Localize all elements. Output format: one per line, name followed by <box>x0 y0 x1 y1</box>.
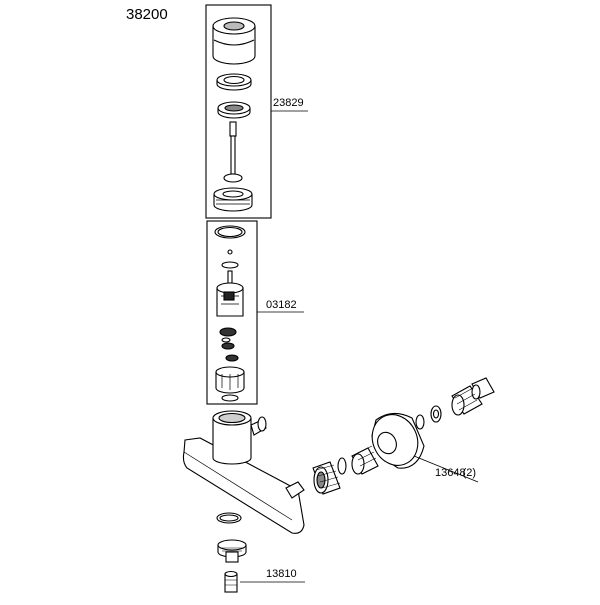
ring-part <box>217 101 251 119</box>
cartridge-nut-part <box>213 187 253 212</box>
washer-part <box>337 457 347 475</box>
washer-part <box>415 414 425 430</box>
flow-fitting-part <box>217 539 247 563</box>
seal-set-part <box>219 327 239 362</box>
valve-body-part <box>216 282 244 317</box>
part-label-13648: 13648(2) <box>435 467 476 479</box>
threaded-fitting-part <box>451 377 495 416</box>
screw-part <box>224 570 238 593</box>
ring-part <box>216 73 252 91</box>
bottom-parts-13810 <box>216 512 247 593</box>
cartridge-assembly-23829 <box>205 4 272 219</box>
leader-line-13648 <box>413 455 479 483</box>
group-frame-23829 <box>205 4 272 219</box>
valve-basket-part <box>215 366 245 394</box>
part-label-13810: 13810 <box>266 568 297 580</box>
spindle-part <box>223 121 243 183</box>
group-frame-03182 <box>206 220 258 405</box>
mixer-body <box>182 410 305 534</box>
connection-set-13648 <box>312 377 495 495</box>
eccentric-part <box>351 445 379 475</box>
union-nut-part <box>312 461 341 495</box>
part-quantity-13648: (2) <box>462 467 477 479</box>
diagram-title: 38200 <box>126 6 168 23</box>
o-ring-part <box>221 394 239 402</box>
part-label-03182: 03182 <box>266 299 297 311</box>
part-label-23829: 23829 <box>273 97 304 109</box>
part-number-13648: 13648 <box>435 467 466 479</box>
valve-assembly-03182 <box>206 220 258 405</box>
rosette-part <box>371 412 425 469</box>
